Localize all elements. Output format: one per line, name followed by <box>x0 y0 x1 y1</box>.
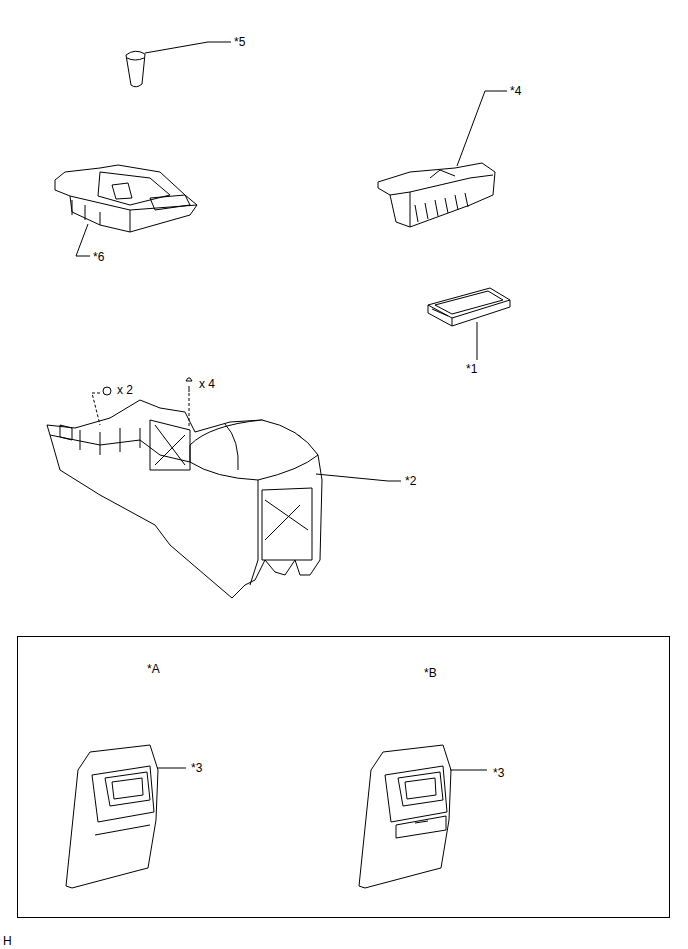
callout-number: *6 <box>93 250 104 264</box>
variant-frame: *A *3 *B *3 <box>17 636 670 918</box>
callout-number: *5 <box>234 35 245 49</box>
callout-number: H <box>3 934 12 948</box>
callout-number: x 2 <box>117 383 133 397</box>
console-assembly <box>47 378 401 598</box>
callout-number: *B <box>424 666 437 680</box>
callout-number: *1 <box>466 362 477 376</box>
rear-panel <box>66 745 186 888</box>
console-panel <box>55 165 197 256</box>
console-tray <box>428 288 510 360</box>
callout-number: *4 <box>510 84 521 98</box>
callout-number: *A <box>147 662 160 676</box>
console-box <box>378 91 507 227</box>
callout-number: *2 <box>405 474 416 488</box>
callout-number: x 4 <box>199 377 215 391</box>
callout-number: *3 <box>191 761 202 775</box>
callout-number: *3 <box>493 766 504 780</box>
rear-panel <box>359 745 487 888</box>
shift-knob <box>126 42 231 87</box>
